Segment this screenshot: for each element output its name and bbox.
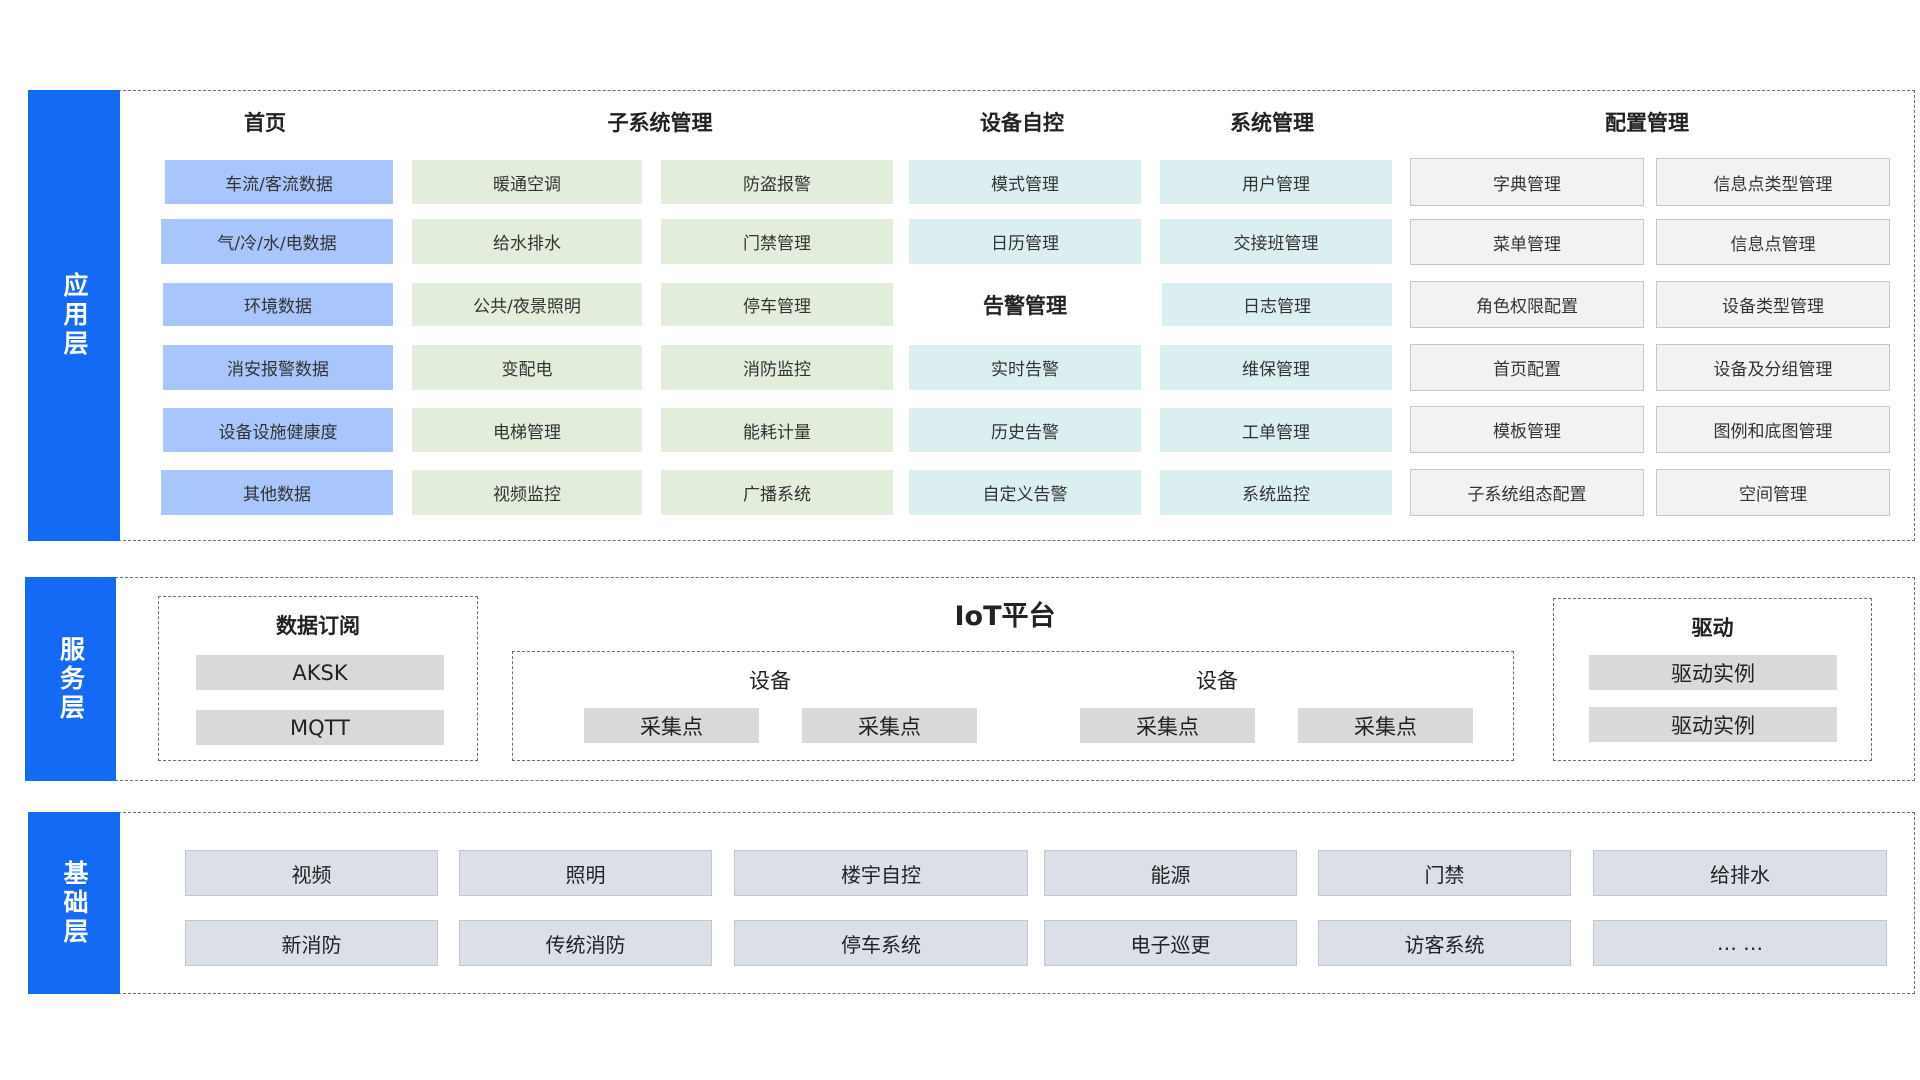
subsystem-item[interactable]: 公共/夜景照明 <box>412 283 642 326</box>
subsystem-item[interactable]: 变配电 <box>412 345 642 390</box>
device-control-item[interactable]: 日历管理 <box>909 219 1141 264</box>
home-item[interactable]: 环境数据 <box>163 283 393 326</box>
config-item[interactable]: 图例和底图管理 <box>1656 406 1890 453</box>
base-item[interactable]: 电子巡更 <box>1044 920 1297 966</box>
config-item[interactable]: 菜单管理 <box>1410 219 1644 265</box>
subsystem-item[interactable]: 防盗报警 <box>661 160 893 204</box>
base-item[interactable]: 楼宇自控 <box>734 850 1028 896</box>
subsystem-item[interactable]: 视频监控 <box>412 470 642 515</box>
data-subscription-title: 数据订阅 <box>276 614 360 638</box>
base-item[interactable]: 能源 <box>1044 850 1297 896</box>
base-item[interactable]: 视频 <box>185 850 438 896</box>
header-config: 配置管理 <box>1605 111 1689 135</box>
base-item[interactable]: 照明 <box>459 850 712 896</box>
system-mgmt-item[interactable]: 用户管理 <box>1160 160 1392 204</box>
driver-instance[interactable]: 驱动实例 <box>1589 707 1837 742</box>
config-item[interactable]: 信息点管理 <box>1656 219 1890 265</box>
subsystem-item[interactable]: 广播系统 <box>661 470 893 515</box>
header-subsystem: 子系统管理 <box>607 111 713 135</box>
header-system-mgmt: 系统管理 <box>1230 111 1314 135</box>
config-item[interactable]: 空间管理 <box>1656 469 1890 516</box>
driver-instance[interactable]: 驱动实例 <box>1589 655 1837 690</box>
home-item[interactable]: 设备设施健康度 <box>163 408 393 452</box>
config-item[interactable]: 模板管理 <box>1410 406 1644 453</box>
alarm-mgmt-heading: 告警管理 <box>983 293 1067 318</box>
home-item[interactable]: 车流/客流数据 <box>165 160 393 204</box>
device-control-item[interactable]: 实时告警 <box>909 345 1141 390</box>
subscription-item-mqtt[interactable]: MQTT <box>196 710 444 745</box>
base-item[interactable]: 新消防 <box>185 920 438 966</box>
driver-title: 驱动 <box>1691 616 1734 640</box>
base-item[interactable]: 给排水 <box>1593 850 1887 896</box>
config-item[interactable]: 设备类型管理 <box>1656 281 1890 328</box>
collection-point[interactable]: 采集点 <box>1080 708 1255 743</box>
home-item[interactable]: 气/冷/水/电数据 <box>161 219 393 264</box>
home-item[interactable]: 其他数据 <box>161 470 393 515</box>
iot-platform-title: IoT平台 <box>954 601 1056 632</box>
base-item-more[interactable]: … … <box>1593 920 1887 966</box>
service-layer-label: 服务层 <box>25 577 116 781</box>
subsystem-item[interactable]: 门禁管理 <box>661 219 893 264</box>
subsystem-item[interactable]: 停车管理 <box>661 283 893 326</box>
device-label: 设备 <box>1196 669 1238 693</box>
collection-point[interactable]: 采集点 <box>584 708 759 743</box>
driver-group <box>1553 598 1872 761</box>
collection-point[interactable]: 采集点 <box>1298 708 1473 743</box>
config-item[interactable]: 字典管理 <box>1410 158 1644 206</box>
config-item[interactable]: 信息点类型管理 <box>1656 158 1890 206</box>
subsystem-item[interactable]: 能耗计量 <box>661 408 893 452</box>
config-item[interactable]: 子系统组态配置 <box>1410 469 1644 516</box>
application-layer-label: 应用层 <box>28 90 120 541</box>
system-mgmt-item[interactable]: 维保管理 <box>1160 345 1392 390</box>
subscription-item-aksk[interactable]: AKSK <box>196 655 444 690</box>
device-label: 设备 <box>749 669 791 693</box>
config-item[interactable]: 角色权限配置 <box>1410 281 1644 328</box>
base-item[interactable]: 传统消防 <box>459 920 712 966</box>
header-device-control: 设备自控 <box>980 111 1064 135</box>
home-item[interactable]: 消安报警数据 <box>163 345 393 390</box>
collection-point[interactable]: 采集点 <box>802 708 977 743</box>
system-mgmt-item[interactable]: 交接班管理 <box>1160 219 1392 264</box>
device-control-item[interactable]: 模式管理 <box>909 160 1141 204</box>
subsystem-item[interactable]: 电梯管理 <box>412 408 642 452</box>
subsystem-item[interactable]: 给水排水 <box>412 219 642 264</box>
base-item[interactable]: 停车系统 <box>734 920 1028 966</box>
data-subscription-group <box>158 596 478 761</box>
device-control-item[interactable]: 自定义告警 <box>909 470 1141 515</box>
header-home: 首页 <box>244 111 286 135</box>
system-mgmt-item[interactable]: 日志管理 <box>1162 283 1392 326</box>
base-item[interactable]: 门禁 <box>1318 850 1571 896</box>
base-layer-label: 基础层 <box>28 812 120 994</box>
subsystem-item[interactable]: 暖通空调 <box>412 160 642 204</box>
system-mgmt-item[interactable]: 系统监控 <box>1160 470 1392 515</box>
base-item[interactable]: 访客系统 <box>1318 920 1571 966</box>
base-layer <box>28 812 1915 994</box>
system-mgmt-item[interactable]: 工单管理 <box>1160 408 1392 452</box>
device-control-item[interactable]: 历史告警 <box>909 408 1141 452</box>
subsystem-item[interactable]: 消防监控 <box>661 345 893 390</box>
config-item[interactable]: 设备及分组管理 <box>1656 344 1890 391</box>
config-item[interactable]: 首页配置 <box>1410 344 1644 391</box>
iot-device-group <box>512 651 1514 761</box>
